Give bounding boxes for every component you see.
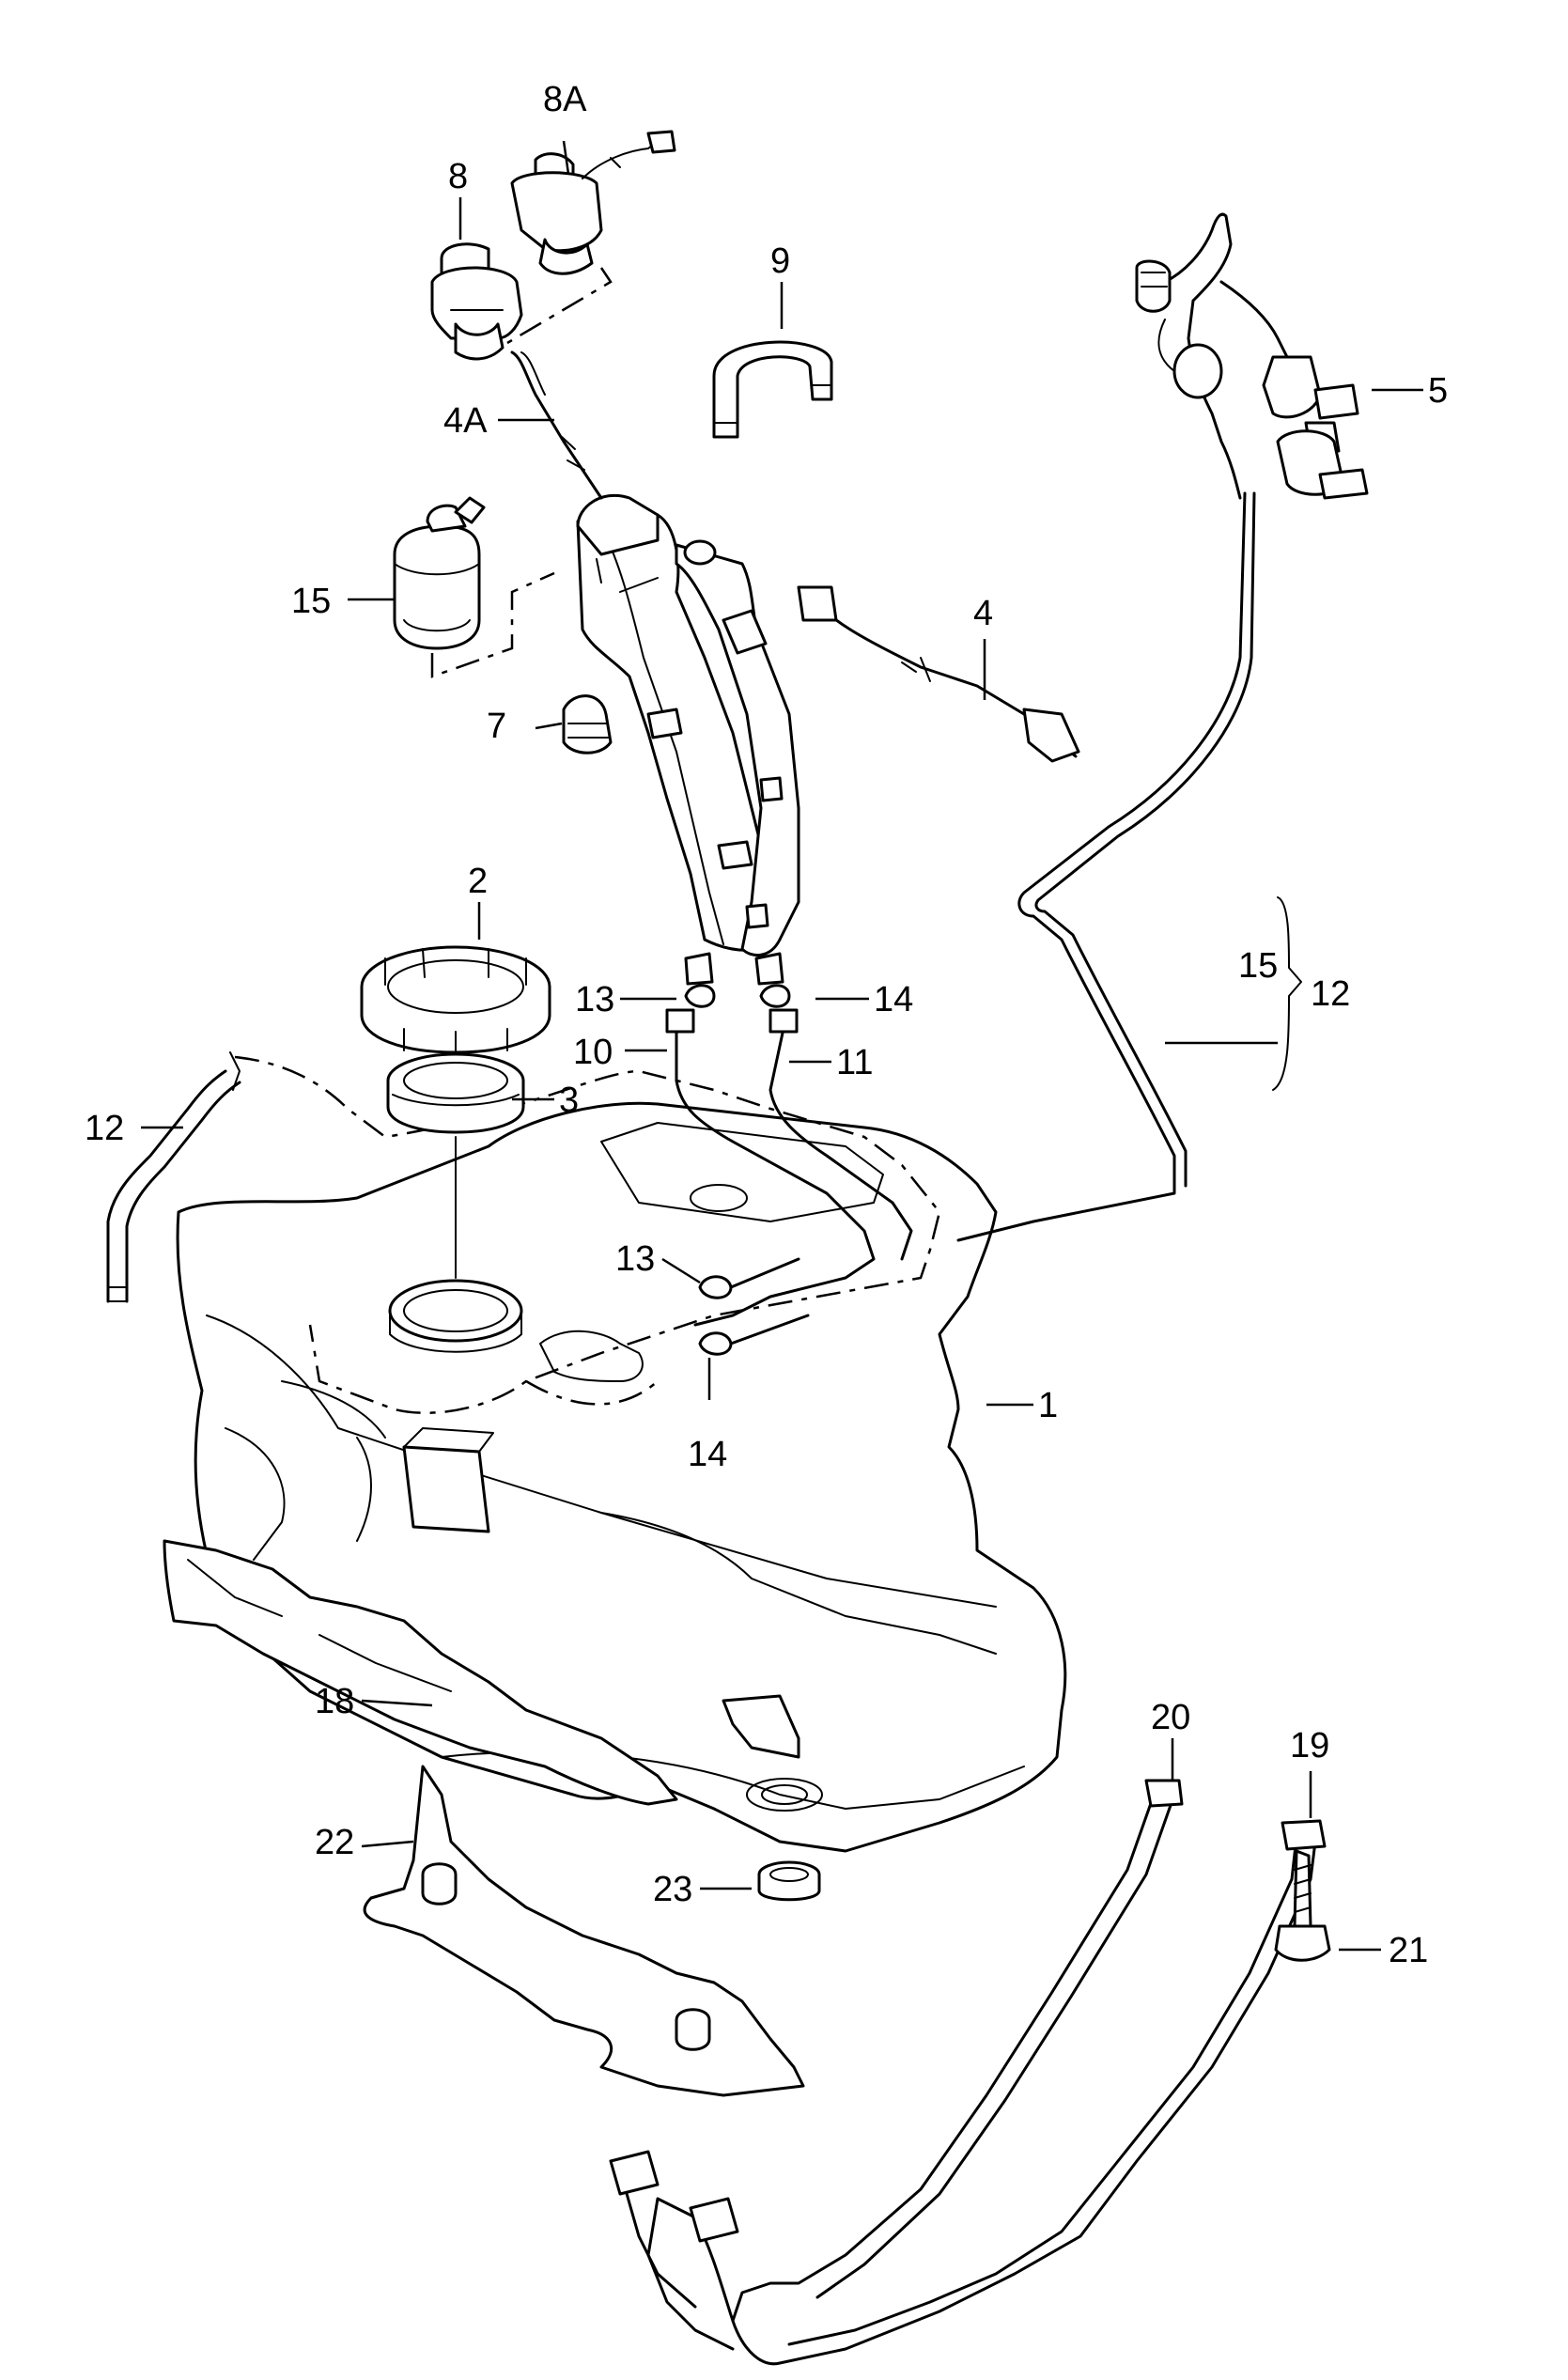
callout-9: 9	[770, 241, 790, 281]
callout-12-right: 12	[1311, 974, 1350, 1014]
callout-4a: 4A	[443, 401, 488, 441]
callout-20: 20	[1151, 1698, 1190, 1737]
callout-10: 10	[573, 1033, 613, 1072]
valve-assembly	[1135, 212, 1369, 500]
callout-5: 5	[1428, 371, 1448, 411]
tank-straps	[609, 1779, 1327, 2366]
filler-cap	[430, 242, 523, 361]
fuel-tank	[176, 1101, 1067, 1853]
canister-dash-link	[430, 571, 555, 678]
breather-hose	[712, 340, 833, 439]
callout-18: 18	[315, 1682, 354, 1721]
callout-13-upper: 13	[575, 980, 614, 1019]
callout-15-left: 15	[291, 582, 331, 621]
callout-23: 23	[653, 1870, 692, 1909]
callout-7: 7	[487, 707, 506, 746]
callout-14-upper: 14	[874, 980, 913, 1019]
bracket-15-12	[1272, 896, 1302, 1091]
callout-2: 2	[468, 862, 488, 901]
locking-ring	[360, 945, 551, 1054]
callout-8: 8	[448, 157, 468, 196]
callout-21: 21	[1389, 1931, 1428, 1970]
tank-dash-outline	[234, 1055, 941, 1414]
filler-cap-tethered	[510, 130, 676, 275]
vent-pipe	[510, 350, 603, 500]
callout-22: 22	[315, 1823, 354, 1862]
callout-14-lower: 14	[688, 1435, 727, 1474]
filler-neck	[576, 493, 800, 957]
callout-13-lower: 13	[615, 1239, 655, 1279]
callout-15-right: 15	[1238, 946, 1278, 986]
callout-8a: 8A	[543, 80, 587, 119]
callout-3: 3	[559, 1081, 579, 1120]
vent-line-long-2	[1034, 491, 1256, 1188]
carbon-canister	[393, 496, 486, 650]
lower-shield-stud-1	[421, 1862, 458, 1906]
cable-harness	[797, 585, 1080, 763]
bolt	[1274, 1849, 1331, 1962]
callout-1: 1	[1038, 1386, 1058, 1425]
callout-labels: 1 2 3 4 4A 5 7 8 8A 9 10 11 12 12 13 13 …	[85, 80, 1448, 1970]
fuel-lines	[665, 952, 913, 1356]
heat-shield	[163, 1539, 678, 1806]
grommet	[757, 1860, 821, 1902]
rubber-cap	[562, 694, 613, 754]
cap-dash-link	[506, 267, 613, 345]
seal-ring	[386, 1052, 525, 1134]
vent-hose-left	[106, 1051, 241, 1303]
tank-dash-outline-2	[525, 1379, 659, 1406]
lower-shield-stud-2	[675, 2008, 711, 2051]
callout-19: 19	[1290, 1726, 1329, 1766]
vent-line-long	[956, 491, 1247, 1242]
callout-4: 4	[973, 594, 993, 633]
callout-12-left: 12	[85, 1109, 124, 1148]
leader-lines	[141, 140, 1423, 1952]
callout-11: 11	[836, 1043, 873, 1082]
